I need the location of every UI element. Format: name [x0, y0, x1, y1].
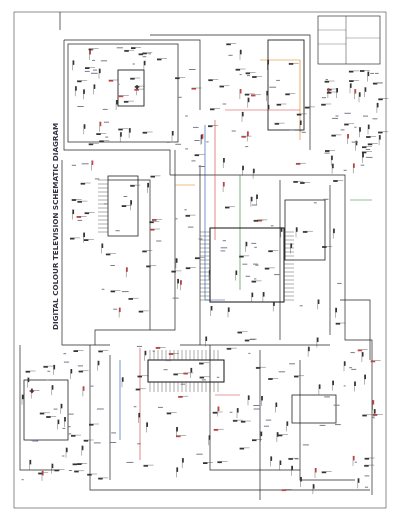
- component-labels: [21, 47, 383, 488]
- components: [21, 43, 389, 495]
- ic-power-block: [267, 39, 305, 131]
- ic-audio-block: [23, 379, 69, 441]
- ic-cpu-block: [107, 175, 139, 237]
- ic-pins: [98, 179, 294, 392]
- wiring: [19, 12, 373, 500]
- title-block: [317, 15, 381, 65]
- ic-tuner-block: [67, 43, 179, 143]
- ic-video-amp: [147, 359, 225, 383]
- page-border: [13, 11, 387, 509]
- colour-traces: [119, 59, 372, 460]
- ic-memory: [291, 394, 337, 424]
- ic-deflection: [284, 199, 326, 261]
- diagram-title: DIGITAL COLOUR TELEVISION SCHEMATIC DIAG…: [51, 123, 60, 330]
- ic-main-processor: [209, 227, 285, 303]
